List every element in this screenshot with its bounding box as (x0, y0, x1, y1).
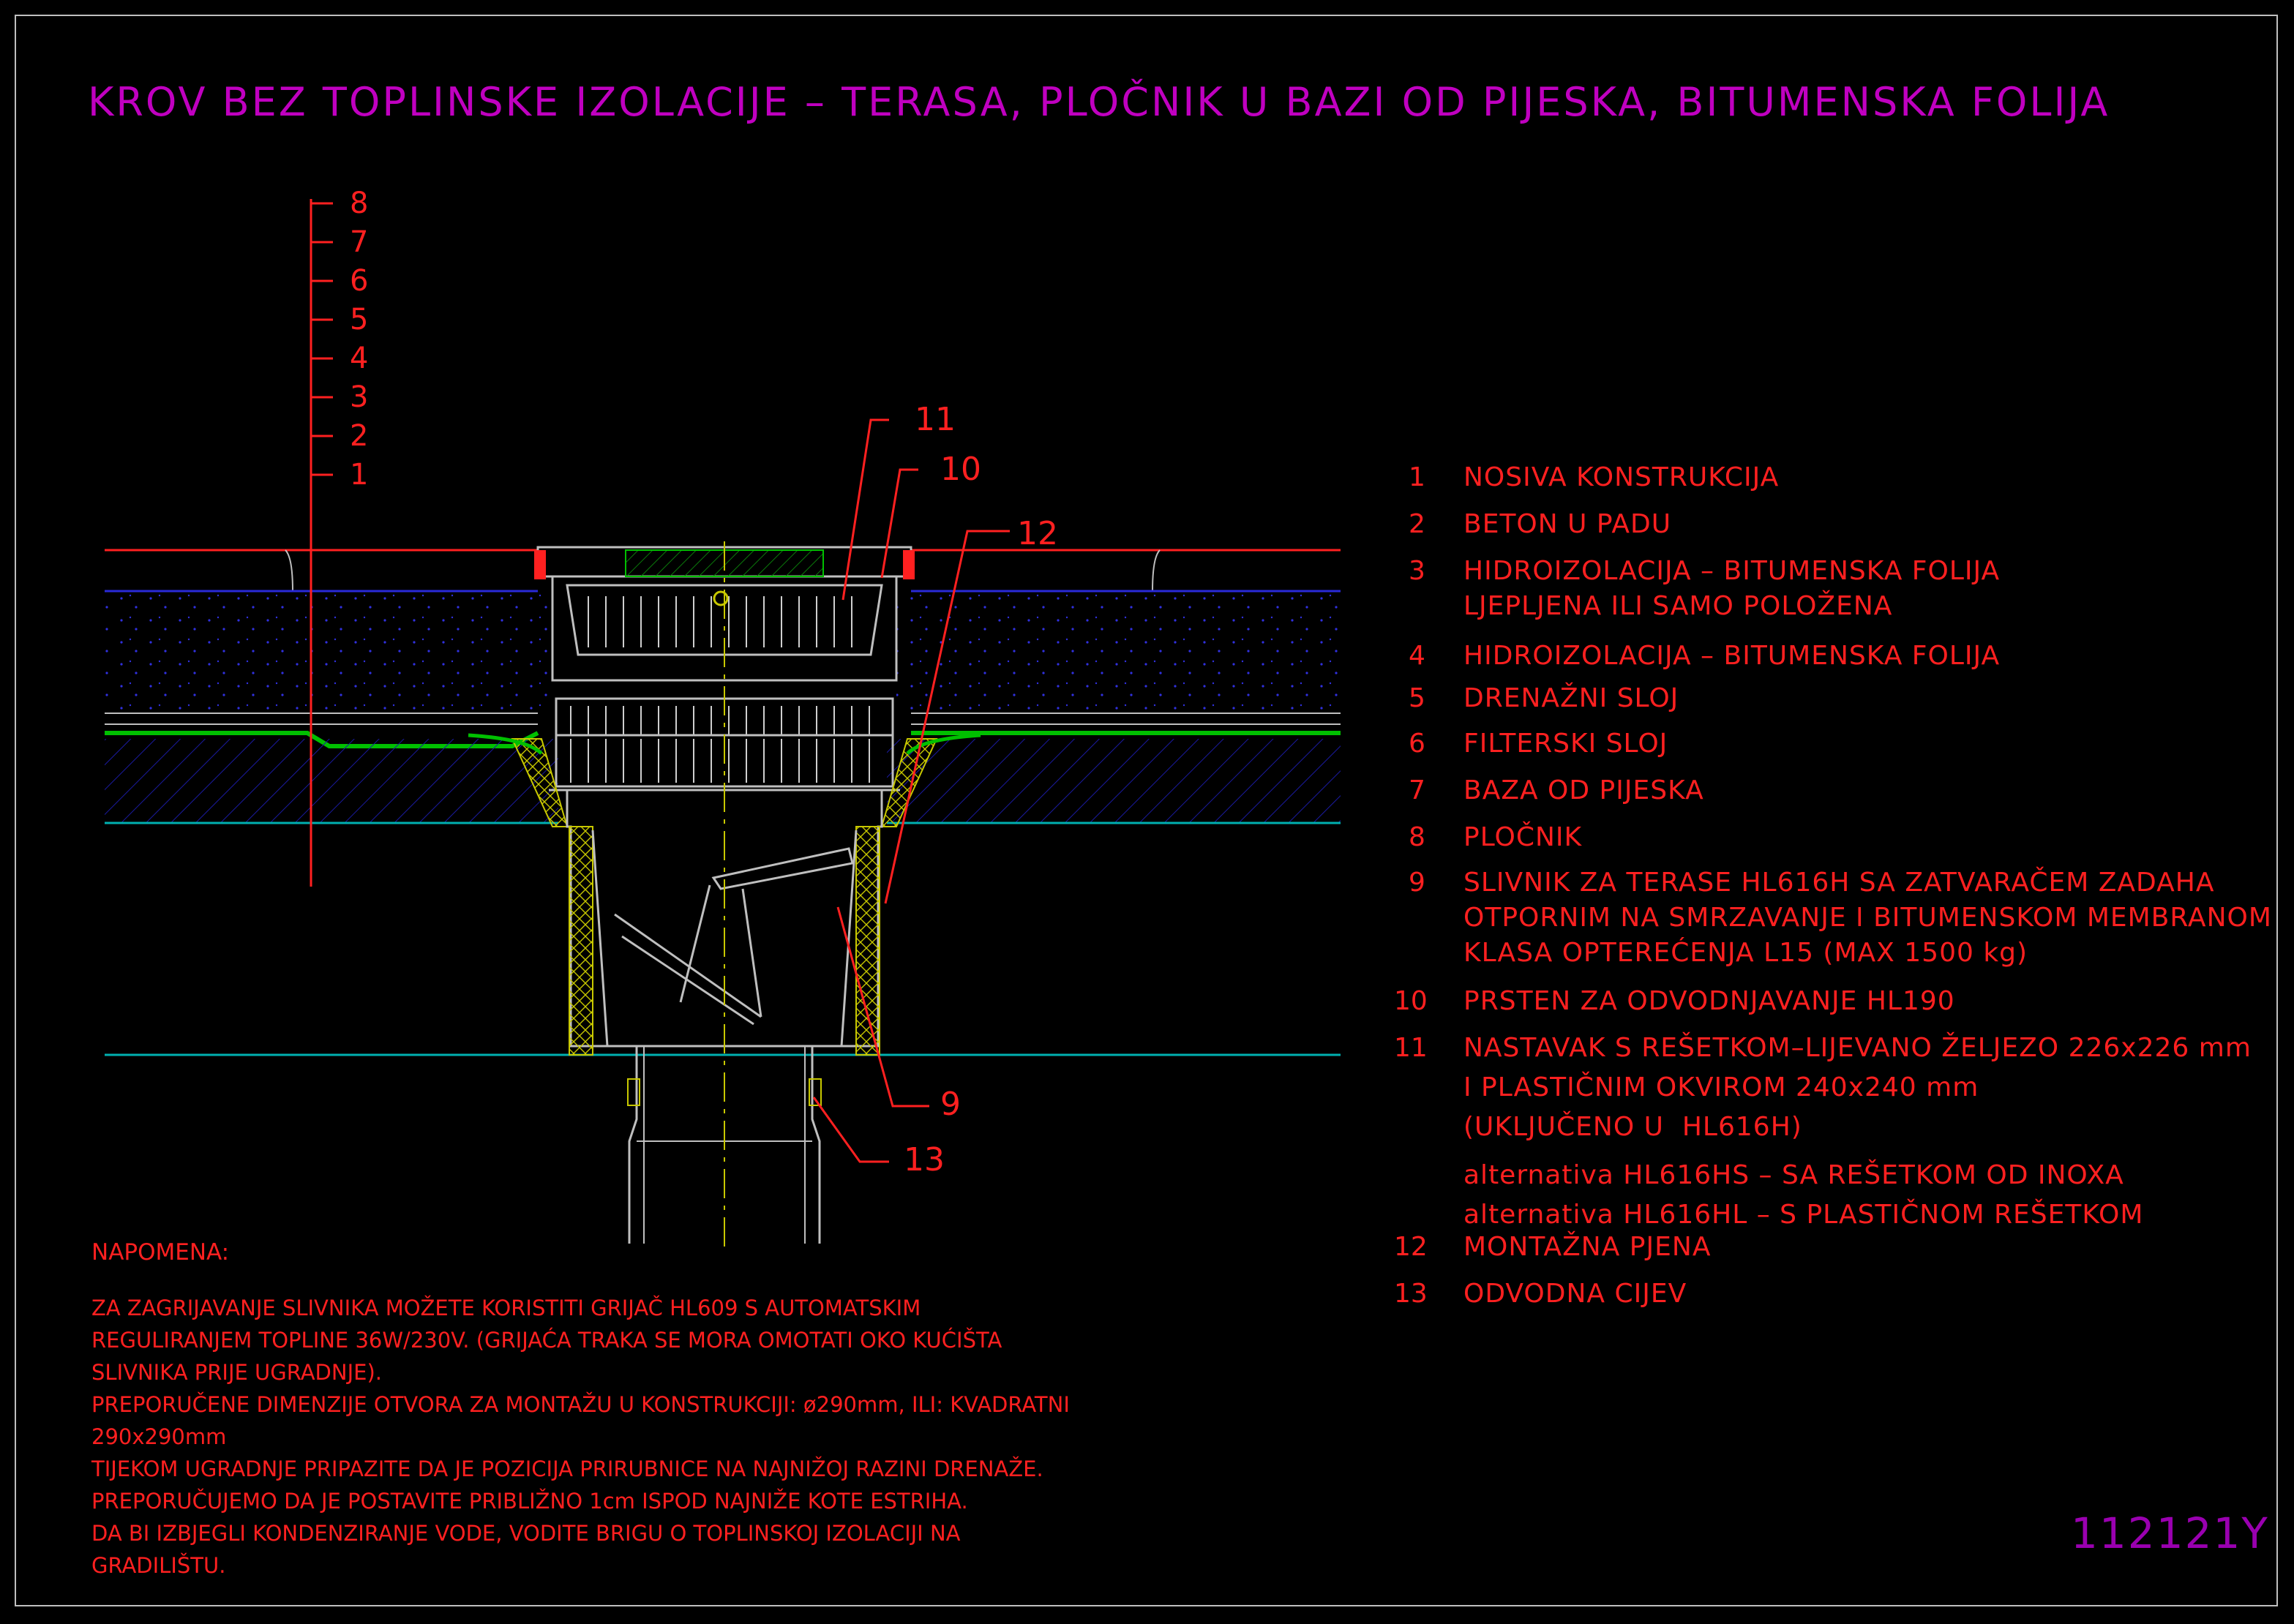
notes-lines: ZA ZAGRIJAVANJE SLIVNIKA MOŽETE KORISTIT… (91, 1292, 1204, 1582)
callout-label: 9 (940, 1086, 961, 1123)
scale-tick-label: 3 (350, 380, 369, 414)
legend-number: 9 (1409, 868, 1425, 898)
legend-number: 2 (1409, 509, 1425, 539)
legend-text: BETON U PADU (1463, 509, 1672, 539)
notes-heading: NAPOMENA: (91, 1239, 230, 1266)
legend-number: 13 (1394, 1279, 1428, 1309)
legend-number: 10 (1394, 986, 1428, 1016)
legend-text: (UKLJUČENO U HL616H) (1463, 1112, 1802, 1142)
legend-number: 3 (1409, 556, 1425, 586)
legend-text: MONTAŽNA PJENA (1463, 1232, 1712, 1262)
notes-block: NAPOMENA: ZA ZAGRIJAVANJE SLIVNIKA MOŽET… (91, 1239, 1204, 1582)
note-line: PREPORUČUJEMO DA JE POSTAVITE PRIBLIŽNO … (91, 1489, 968, 1514)
legend-number: 1 (1409, 462, 1425, 492)
note-line: 290x290mm (91, 1424, 227, 1449)
legend-text: I PLASTIČNIM OKVIROM 240x240 mm (1463, 1072, 1979, 1102)
scale-tick-label: 6 (350, 264, 369, 298)
legend-number: 12 (1394, 1232, 1428, 1262)
legend-number: 7 (1409, 775, 1425, 805)
legend-number: 8 (1409, 822, 1425, 852)
legend-number: 11 (1394, 1033, 1428, 1063)
legend-text: alternativa HL616HS – SA REŠETKOM OD INO… (1463, 1160, 2124, 1190)
callout-label: 12 (1017, 515, 1058, 552)
drawing-frame (15, 15, 2278, 1606)
legend-number: 6 (1409, 729, 1425, 759)
scale-tick-label: 2 (350, 419, 369, 453)
callout-label: 10 (940, 451, 981, 488)
legend-text: DRENAŽNI SLOJ (1463, 683, 1679, 713)
callout-label: 13 (904, 1141, 945, 1178)
note-line: REGULIRANJEM TOPLINE 36W/230V. (GRIJAĆA … (91, 1328, 1002, 1353)
scale-tick-label: 8 (350, 187, 369, 220)
scale-tick-label: 7 (350, 225, 369, 259)
legend-text: KLASA OPTEREĆENJA L15 (MAX 1500 kg) (1463, 938, 2028, 968)
legend-text: alternativa HL616HL – S PLASTIČNOM REŠET… (1463, 1200, 2144, 1230)
scale-tick-label: 4 (350, 342, 369, 375)
note-line: TIJEKOM UGRADNJE PRIPAZITE DA JE POZICIJ… (91, 1456, 1043, 1481)
note-line: PREPORUČENE DIMENZIJE OTVORA ZA MONTAŽU … (91, 1392, 1070, 1417)
legend-number: 5 (1409, 683, 1425, 713)
scale-tick-label: 1 (350, 458, 369, 492)
legend-number: 4 (1409, 641, 1425, 671)
note-line: ZA ZAGRIJAVANJE SLIVNIKA MOŽETE KORISTIT… (91, 1296, 921, 1320)
note-line: SLIVNIKA PRIJE UGRADNJE). (91, 1360, 382, 1385)
drawing-code: 112121Y (2071, 1508, 2269, 1558)
legend-text: NOSIVA KONSTRUKCIJA (1463, 462, 1780, 492)
legend-text: OTPORNIM NA SMRZAVANJE I BITUMENSKOM MEM… (1463, 903, 2272, 933)
legend-text: HIDROIZOLACIJA – BITUMENSKA FOLIJA (1463, 641, 2001, 671)
callout-label: 11 (915, 401, 956, 438)
note-line: DA BI IZBJEGLI KONDENZIRANJE VODE, VODIT… (91, 1521, 961, 1546)
legend-text: SLIVNIK ZA TERASE HL616H SA ZATVARAČEM Z… (1463, 868, 2215, 898)
drawing-title: KROV BEZ TOPLINSKE IZOLACIJE – TERASA, P… (88, 79, 2110, 125)
legend-text: PRSTEN ZA ODVODNJAVANJE HL190 (1463, 986, 1955, 1016)
legend-text: LJEPLJENA ILI SAMO POLOŽENA (1463, 591, 1893, 621)
note-line: GRADILIŠTU. (91, 1553, 226, 1578)
legend-text: ODVODNA CIJEV (1463, 1279, 1687, 1309)
legend-text: HIDROIZOLACIJA – BITUMENSKA FOLIJA (1463, 556, 2001, 586)
legend-text: FILTERSKI SLOJ (1463, 729, 1668, 759)
legend-text: NASTAVAK S REŠETKOM–LIJEVANO ŽELJEZO 226… (1463, 1033, 2252, 1063)
scale-tick-label: 5 (350, 303, 369, 337)
legend-text: PLOČNIK (1463, 822, 1583, 852)
legend-text: BAZA OD PIJESKA (1463, 775, 1704, 805)
